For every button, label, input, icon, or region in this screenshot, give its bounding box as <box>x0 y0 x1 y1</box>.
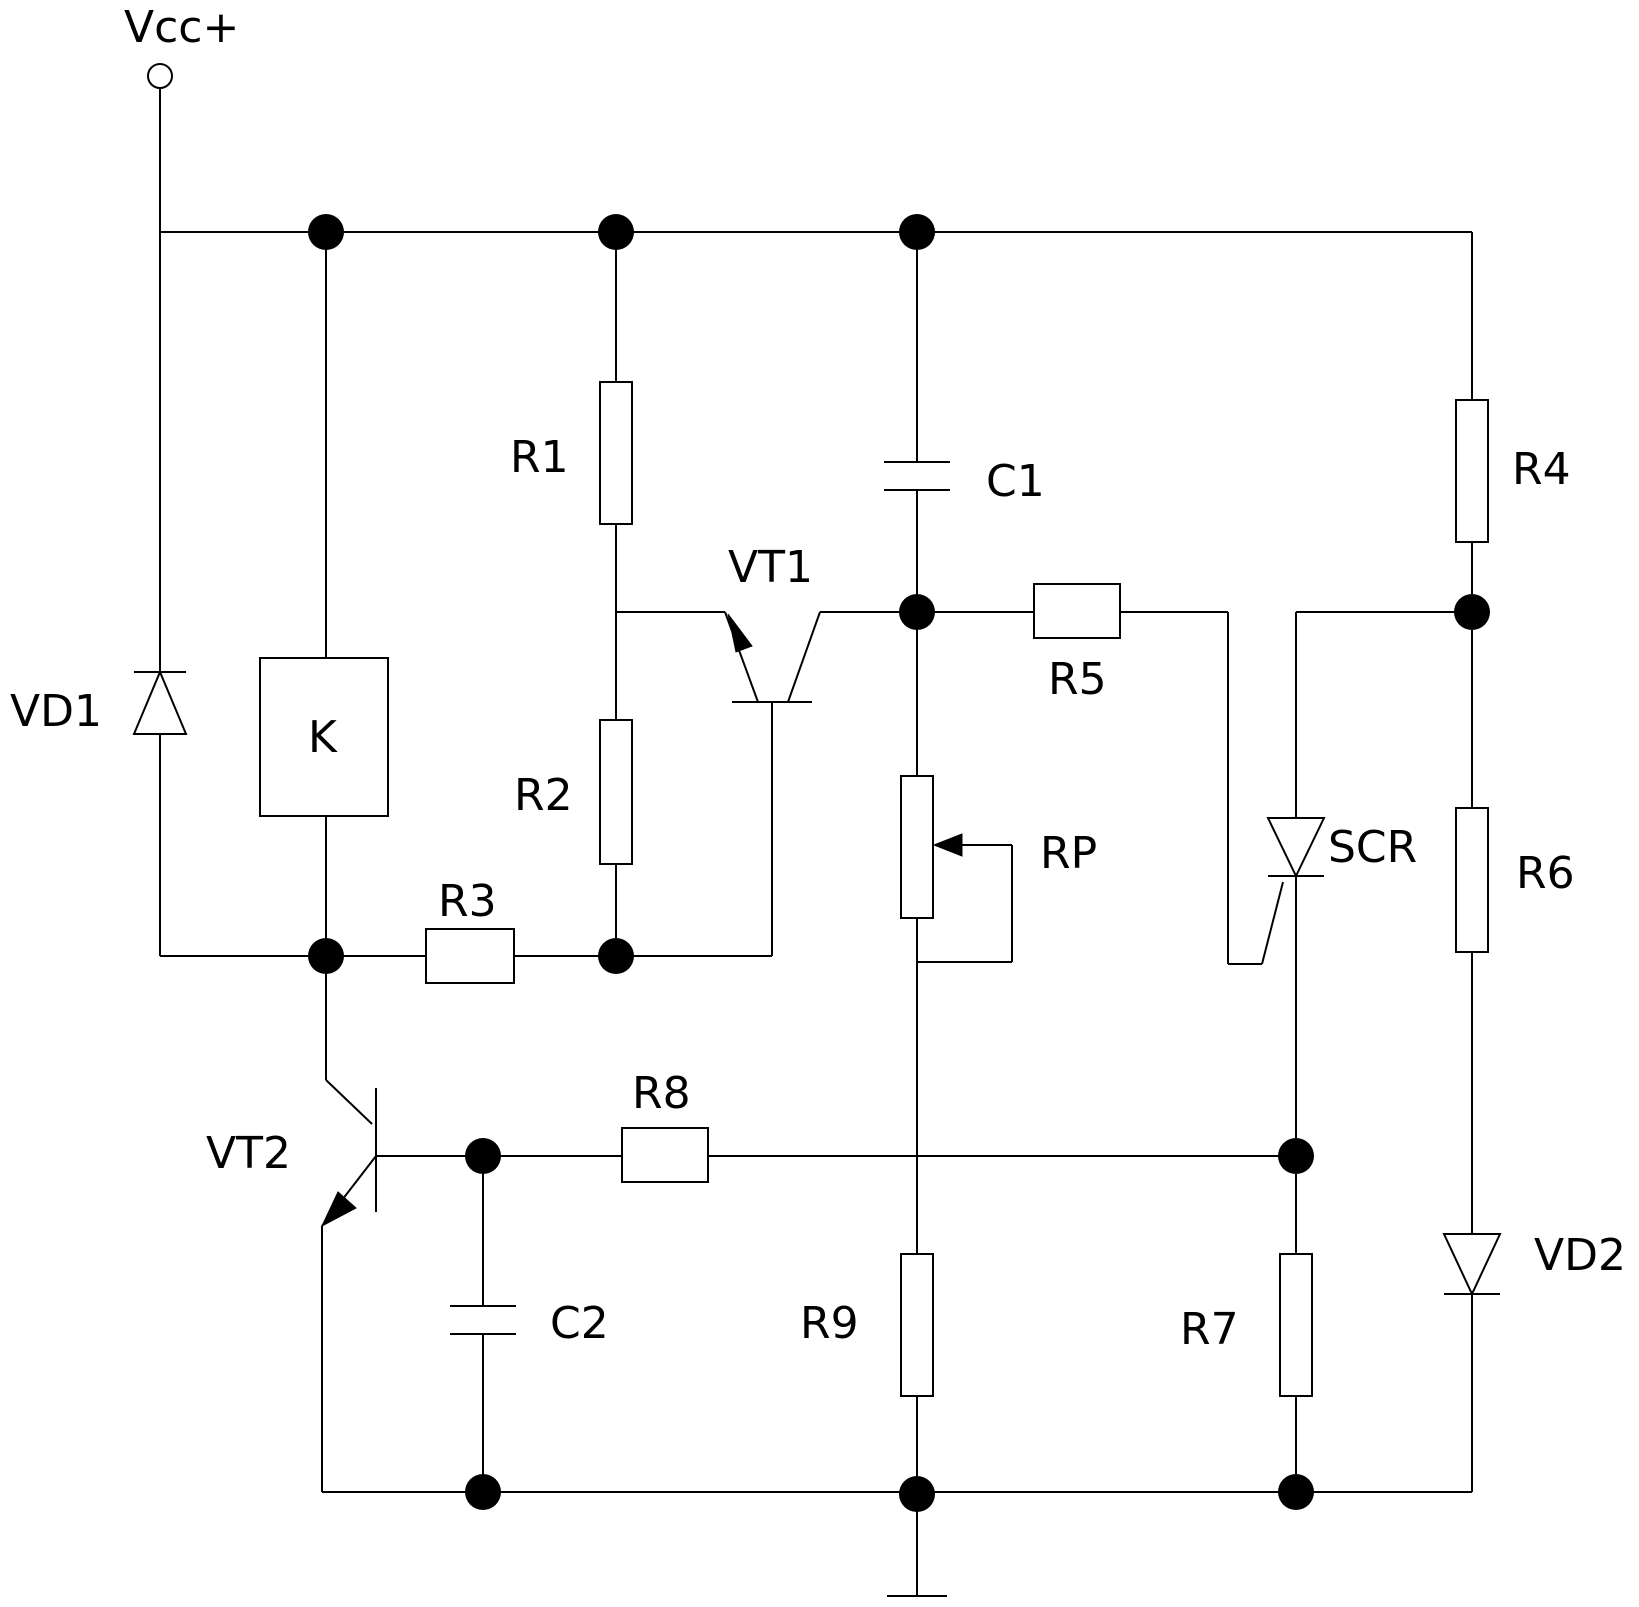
diode-vd2 <box>1442 1233 1502 1297</box>
label-vd1: VD1 <box>10 686 102 737</box>
label-vcc: Vcc+ <box>124 2 239 53</box>
diode-vd1 <box>132 669 188 735</box>
resistor-r5 <box>1033 583 1121 639</box>
resistor-r2 <box>599 719 633 865</box>
rp-wiper-arrow <box>932 833 963 857</box>
label-k: K <box>308 712 338 763</box>
label-r3: R3 <box>438 876 497 927</box>
label-r7: R7 <box>1180 1304 1239 1355</box>
thyristor-scr <box>1261 817 1326 965</box>
vcc-terminal <box>147 63 173 89</box>
label-c2: C2 <box>550 1298 609 1349</box>
junction-dots <box>308 214 1490 1512</box>
label-vt2: VT2 <box>206 1128 291 1179</box>
potentiometer-rp <box>900 775 934 919</box>
resistor-r6 <box>1455 807 1489 953</box>
label-rp: RP <box>1040 828 1097 879</box>
label-r9: R9 <box>800 1298 859 1349</box>
resistor-r7 <box>1279 1253 1313 1397</box>
label-vd2: VD2 <box>1534 1230 1626 1281</box>
relay-k <box>259 657 389 817</box>
label-c1: C1 <box>986 456 1045 507</box>
label-r5: R5 <box>1048 654 1107 705</box>
wires <box>159 88 1473 1597</box>
transistor-vt1 <box>724 611 821 703</box>
resistor-r1 <box>599 381 633 525</box>
label-r1: R1 <box>510 432 569 483</box>
capacitor-c1 <box>884 461 950 491</box>
capacitor-c2 <box>450 1305 516 1335</box>
resistor-r3 <box>425 928 515 984</box>
label-vt1: VT1 <box>728 542 813 593</box>
label-scr: SCR <box>1328 822 1417 873</box>
vt2-emitter-arrow <box>320 1191 357 1228</box>
label-r6: R6 <box>1516 848 1575 899</box>
resistor-r4 <box>1455 399 1489 543</box>
resistor-r8 <box>621 1127 709 1183</box>
vt1-emitter-arrow <box>727 613 753 653</box>
resistor-r9 <box>900 1253 934 1397</box>
transistor-vt2 <box>320 1088 377 1228</box>
label-r8: R8 <box>632 1068 691 1119</box>
label-r2: R2 <box>514 770 573 821</box>
label-r4: R4 <box>1512 444 1571 495</box>
